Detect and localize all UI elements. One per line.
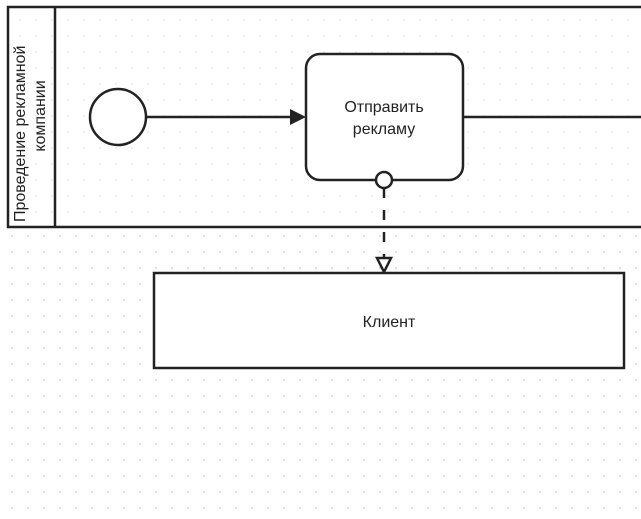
pool-label-line1: Проведение рекламной: [12, 46, 29, 222]
task-send-ad[interactable]: Отправить рекламу: [304, 52, 465, 182]
sequence-flow[interactable]: [146, 109, 306, 125]
participant-label: Клиент: [363, 314, 416, 331]
message-flow[interactable]: [374, 170, 394, 275]
task-label-line2: рекламу: [353, 121, 415, 138]
start-event[interactable]: [88, 87, 148, 147]
pool-label-line2: компании: [32, 80, 49, 151]
participant-client[interactable]: Клиент: [152, 271, 626, 370]
task-label-line1: Отправить: [344, 99, 423, 116]
